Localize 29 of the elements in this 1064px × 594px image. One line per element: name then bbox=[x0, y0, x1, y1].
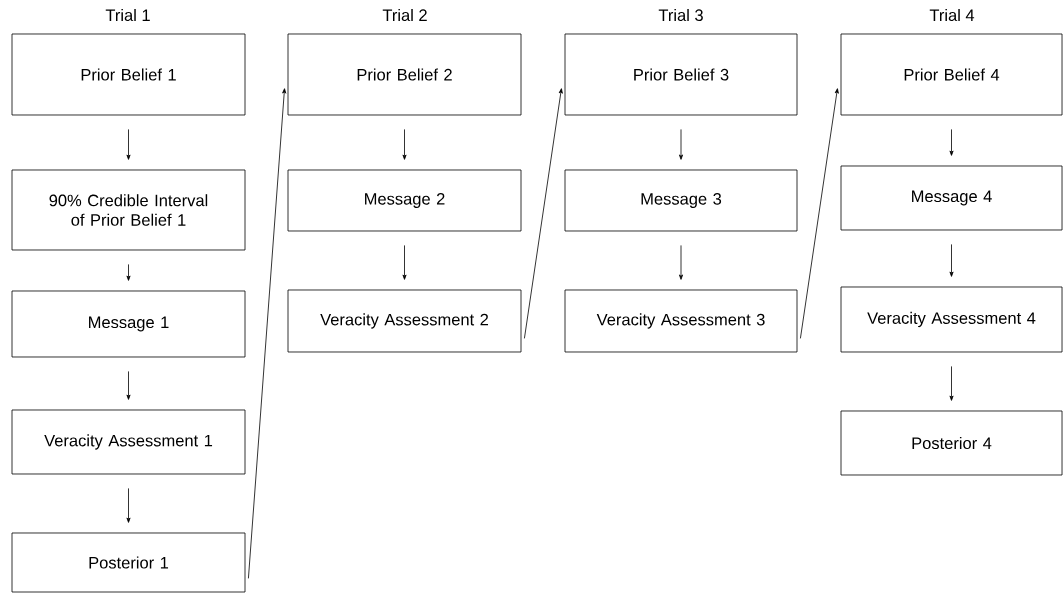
process-box: Prior Belief 4 bbox=[840, 33, 1063, 116]
arrow bbox=[949, 129, 954, 156]
arrow bbox=[402, 245, 407, 280]
arrow bbox=[126, 264, 131, 281]
arrow bbox=[679, 129, 683, 160]
process-box: Message 1 bbox=[11, 290, 246, 358]
process-box: Prior Belief 3 bbox=[564, 33, 798, 116]
arrow bbox=[524, 88, 563, 339]
arrow bbox=[679, 245, 683, 280]
arrow bbox=[800, 88, 839, 339]
arrow bbox=[126, 488, 131, 523]
arrow bbox=[126, 371, 131, 400]
process-box: Veracity Assessment 1 bbox=[11, 409, 246, 475]
process-box: Message 4 bbox=[840, 165, 1063, 231]
process-box: Prior Belief 2 bbox=[287, 33, 522, 116]
arrow bbox=[402, 129, 407, 160]
process-box: Posterior 4 bbox=[840, 410, 1063, 476]
process-box: Veracity Assessment 4 bbox=[840, 286, 1063, 353]
process-box: 90% Credible Interval of Prior Belief 1 bbox=[11, 169, 246, 251]
process-box: Message 2 bbox=[287, 169, 522, 232]
process-box: Veracity Assessment 2 bbox=[287, 289, 522, 353]
process-box: Prior Belief 1 bbox=[11, 33, 246, 116]
process-box: Posterior 1 bbox=[11, 532, 246, 593]
process-box: Message 3 bbox=[564, 169, 798, 232]
arrow bbox=[126, 129, 131, 160]
arrow bbox=[248, 88, 287, 579]
process-box: Veracity Assessment 3 bbox=[564, 289, 798, 353]
arrow bbox=[949, 366, 954, 401]
arrow bbox=[949, 244, 954, 277]
